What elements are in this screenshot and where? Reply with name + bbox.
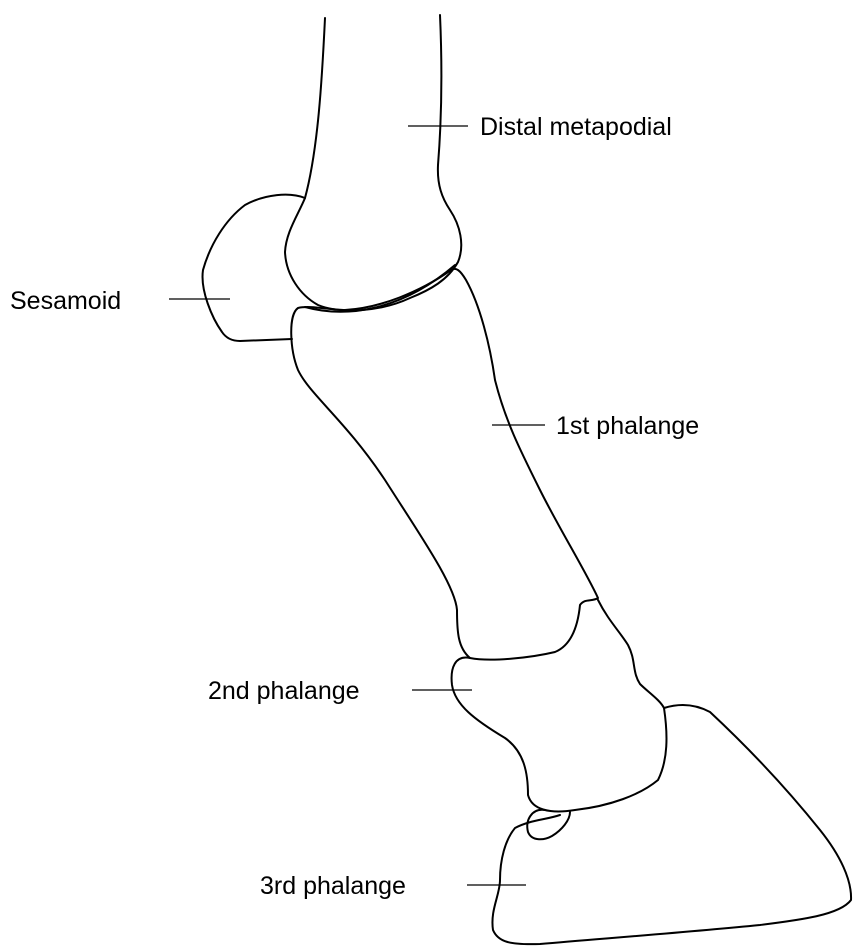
- first-phalange-label: 1st phalange: [556, 412, 699, 440]
- third-phalange-bone: [492, 705, 851, 944]
- navicular-bone: [527, 810, 570, 839]
- second-phalange-bone: [452, 600, 667, 811]
- third-phalange-label: 3rd phalange: [260, 872, 406, 900]
- sesamoid-bone: [203, 195, 305, 341]
- first-phalange-bone: [291, 269, 598, 660]
- distal-metapodial-label: Distal metapodial: [480, 113, 672, 141]
- distal-metapodial-bone: [285, 15, 461, 310]
- sesamoid-label: Sesamoid: [10, 287, 121, 315]
- second-phalange-label: 2nd phalange: [208, 677, 360, 705]
